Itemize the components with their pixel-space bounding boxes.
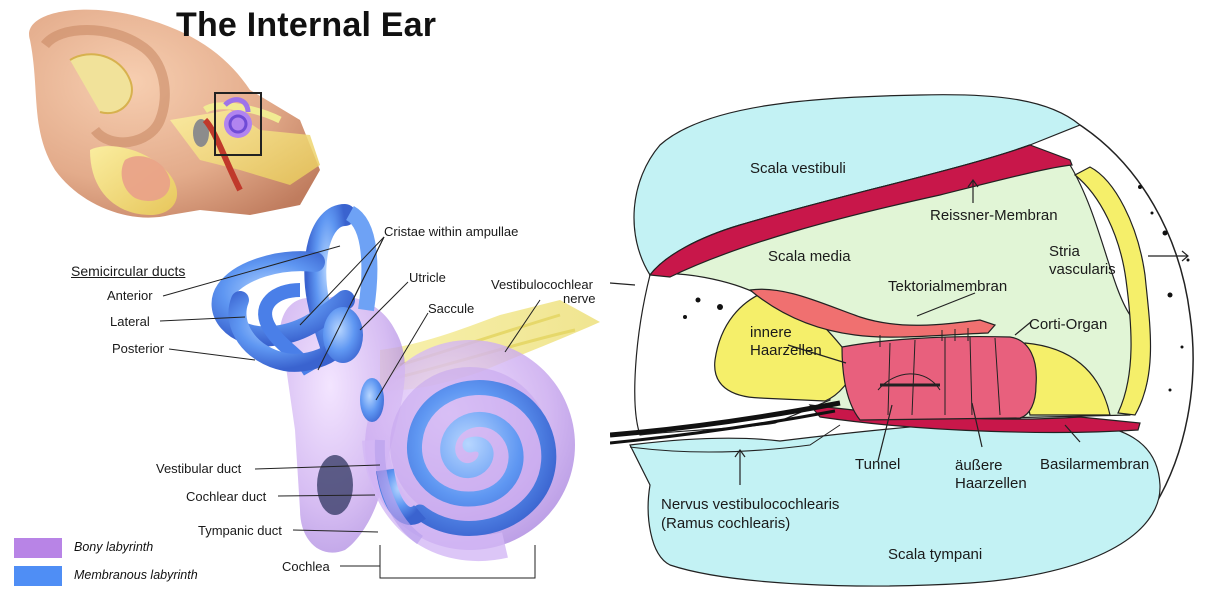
label-cochlea: Cochlea [282, 559, 330, 574]
label-innere-1: innere [750, 323, 792, 342]
legend-label-bony: Bony labyrinth [74, 540, 153, 554]
label-nervus-1: Nervus vestibulocochlearis [661, 495, 839, 514]
label-innere-2: Haarzellen [750, 341, 822, 360]
organ-of-corti-shape [842, 337, 1036, 420]
label-lateral: Lateral [110, 314, 150, 329]
legend-swatch-bony [14, 538, 62, 558]
label-reissner-membran: Reissner-Membran [930, 206, 1058, 225]
label-cochlear-duct: Cochlear duct [186, 489, 266, 504]
label-tympanic-duct: Tympanic duct [198, 523, 282, 538]
inner-ear-illustration [0, 0, 620, 592]
page-title: The Internal Ear [176, 6, 436, 45]
semicircular-ducts-heading: Semicircular ducts [71, 264, 185, 279]
label-vestibulocochlear-1: Vestibulocochlear [491, 277, 593, 292]
label-utricle: Utricle [409, 270, 446, 285]
label-aeussere-2: Haarzellen [955, 474, 1027, 493]
label-nervus-2: (Ramus cochlearis) [661, 514, 790, 533]
label-scala-vestibuli: Scala vestibuli [750, 159, 846, 178]
label-corti-organ: Corti-Organ [1029, 315, 1107, 334]
label-vestibular-duct: Vestibular duct [156, 461, 241, 476]
label-anterior: Anterior [107, 288, 153, 303]
label-saccule: Saccule [428, 301, 474, 316]
label-tunnel: Tunnel [855, 455, 900, 474]
label-tektorialmembran: Tektorialmembran [888, 277, 1007, 296]
label-stria-2: vascularis [1049, 260, 1116, 279]
label-vestibulocochlear-2: nerve [563, 291, 596, 306]
label-aeussere-1: äußere [955, 456, 1003, 475]
label-cristae: Cristae within ampullae [384, 224, 518, 239]
label-basilarmembran: Basilarmembran [1040, 455, 1149, 474]
label-scala-tympani: Scala tympani [888, 545, 982, 564]
legend-label-membranous: Membranous labyrinth [74, 568, 198, 582]
label-scala-media: Scala media [768, 247, 851, 266]
legend-swatch-membranous [14, 566, 62, 586]
label-stria-1: Stria [1049, 242, 1080, 261]
label-posterior: Posterior [112, 341, 164, 356]
